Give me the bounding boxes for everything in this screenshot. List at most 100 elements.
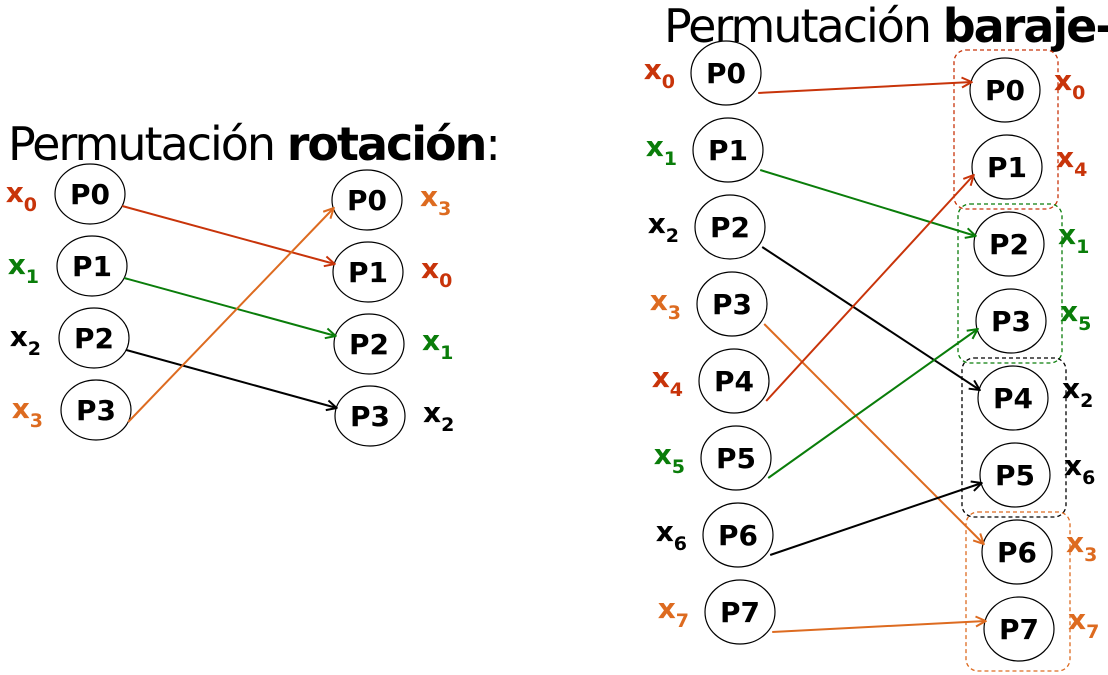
baraje-right-var-3-base: x <box>1060 295 1078 328</box>
baraje-left-var-2: x2 <box>648 207 679 247</box>
rotation-arrow-2 <box>125 349 337 408</box>
baraje-right-node-1-label: P1 <box>987 151 1027 184</box>
rotation-left-node-0: P0 <box>54 163 126 225</box>
baraje-right-var-5: x6 <box>1064 449 1095 489</box>
baraje-right-node-7-label: P7 <box>999 613 1039 646</box>
baraje-right-var-5-base: x <box>1064 449 1082 482</box>
rotation-left-node-0-label: P0 <box>70 178 110 211</box>
rotation-right-var-2-sub: 1 <box>440 342 453 364</box>
baraje-arrow-3 <box>763 323 984 544</box>
baraje-right-var-6-sub: 3 <box>1084 544 1097 566</box>
baraje-right-var-4-base: x <box>1062 372 1080 405</box>
baraje-right-var-7-base: x <box>1068 603 1086 636</box>
baraje-left-var-4: x4 <box>652 361 683 401</box>
baraje-left-node-4: P4 <box>698 348 770 414</box>
baraje-left-node-0-label: P0 <box>706 57 746 90</box>
rotation-left-node-3-label: P3 <box>76 394 116 427</box>
baraje-right-node-0: P0 <box>969 57 1041 123</box>
rotation-right-var-1-sub: 0 <box>439 270 452 292</box>
baraje-right-node-4-label: P4 <box>993 382 1033 415</box>
baraje-right-node-3: P3 <box>975 288 1047 354</box>
baraje-right-var-0-sub: 0 <box>1072 82 1085 104</box>
rotation-title-suffix: : <box>485 117 499 171</box>
baraje-left-node-5: P5 <box>700 425 772 491</box>
rotation-arrow-1 <box>123 277 336 336</box>
rotation-right-var-2: x1 <box>422 324 453 364</box>
baraje-right-node-0-label: P0 <box>985 74 1025 107</box>
rotation-right-var-1: x0 <box>421 252 452 292</box>
rotation-left-var-0: x0 <box>6 176 37 216</box>
baraje-left-var-0-sub: 0 <box>662 71 675 93</box>
baraje-right-var-5-sub: 6 <box>1082 467 1095 489</box>
baraje-left-var-5-base: x <box>654 438 672 471</box>
baraje-left-node-1: P1 <box>692 117 764 183</box>
rotation-right-var-0: x3 <box>420 180 451 220</box>
baraje-right-var-7-sub: 7 <box>1086 621 1099 643</box>
rotation-right-node-2: P2 <box>333 313 405 375</box>
rotation-right-node-3-label: P3 <box>350 400 390 433</box>
rotation-right-var-0-sub: 3 <box>438 198 451 220</box>
rotation-right-node-1-label: P1 <box>348 256 388 289</box>
baraje-left-var-2-sub: 2 <box>666 225 679 247</box>
baraje-right-var-0: x0 <box>1054 64 1085 104</box>
baraje-arrow-6 <box>769 483 982 556</box>
baraje-right-node-6-circle <box>981 519 1053 585</box>
rotation-arrow-3 <box>127 208 334 423</box>
baraje-left-var-4-base: x <box>652 361 670 394</box>
baraje-left-var-7-base: x <box>658 592 676 625</box>
baraje-right-var-1-sub: 4 <box>1074 159 1087 181</box>
baraje-left-node-0-circle <box>690 40 762 106</box>
baraje-left-var-0-base: x <box>644 53 662 86</box>
rotation-left-var-0-base: x <box>6 176 24 209</box>
baraje-left-node-7-circle <box>704 579 776 645</box>
baraje-arrow-7 <box>772 621 986 633</box>
baraje-right-node-2-circle <box>973 211 1045 277</box>
baraje-arrow-0 <box>758 82 972 94</box>
baraje-right-var-2-sub: 1 <box>1076 236 1089 258</box>
baraje-left-node-2-circle <box>694 194 766 260</box>
baraje-right-node-4-circle <box>977 365 1049 431</box>
baraje-left-node-0: P0 <box>690 40 762 106</box>
baraje-left-node-7: P7 <box>704 579 776 645</box>
baraje-left-node-3-circle <box>696 271 768 337</box>
rotation-right-node-2-label: P2 <box>349 328 389 361</box>
rotation-right-node-1-circle <box>332 241 404 303</box>
baraje-right-var-3-sub: 5 <box>1078 313 1091 335</box>
rotation-left-node-1-label: P1 <box>72 250 112 283</box>
rotation-left-node-0-circle <box>54 163 126 225</box>
baraje-right-var-6: x3 <box>1066 526 1097 566</box>
baraje-right-var-4-sub: 2 <box>1080 390 1093 412</box>
baraje-right-var-3: x5 <box>1060 295 1091 335</box>
baraje-right-var-1-base: x <box>1056 141 1074 174</box>
baraje-left-var-6-sub: 6 <box>674 533 687 555</box>
baraje-left-node-6-label: P6 <box>718 519 758 552</box>
rotation-left-node-2: P2 <box>58 307 130 369</box>
baraje-left-node-2: P2 <box>694 194 766 260</box>
baraje-left-var-1-sub: 1 <box>664 148 677 170</box>
baraje-right-node-3-label: P3 <box>991 305 1031 338</box>
baraje-right-var-7: x7 <box>1068 603 1099 643</box>
baraje-left-node-1-label: P1 <box>708 134 748 167</box>
baraje-right-var-0-base: x <box>1054 64 1072 97</box>
rotation-right-var-3-base: x <box>423 396 441 429</box>
baraje-left-var-3: x3 <box>650 284 681 324</box>
rotation-left-var-2-sub: 2 <box>28 338 41 360</box>
baraje-left-var-3-base: x <box>650 284 668 317</box>
baraje-title-bold: baraje-2 <box>943 0 1108 53</box>
rotation-left-var-1: x1 <box>8 248 39 288</box>
baraje-right-node-5-circle <box>979 442 1051 508</box>
baraje-arrow-5 <box>767 329 978 479</box>
baraje-right-node-7: P7 <box>983 596 1055 662</box>
baraje-left-var-4-sub: 4 <box>670 379 683 401</box>
rotation-right-node-3-circle <box>334 385 406 447</box>
rotation-left-var-2-base: x <box>10 320 28 353</box>
baraje-right-node-1-circle <box>971 134 1043 200</box>
rotation-title-prefix: Permutación <box>8 117 287 171</box>
baraje-right-node-2-label: P2 <box>989 228 1029 261</box>
rotation-left-var-1-sub: 1 <box>26 266 39 288</box>
baraje-left-node-5-circle <box>700 425 772 491</box>
baraje-left-node-3: P3 <box>696 271 768 337</box>
